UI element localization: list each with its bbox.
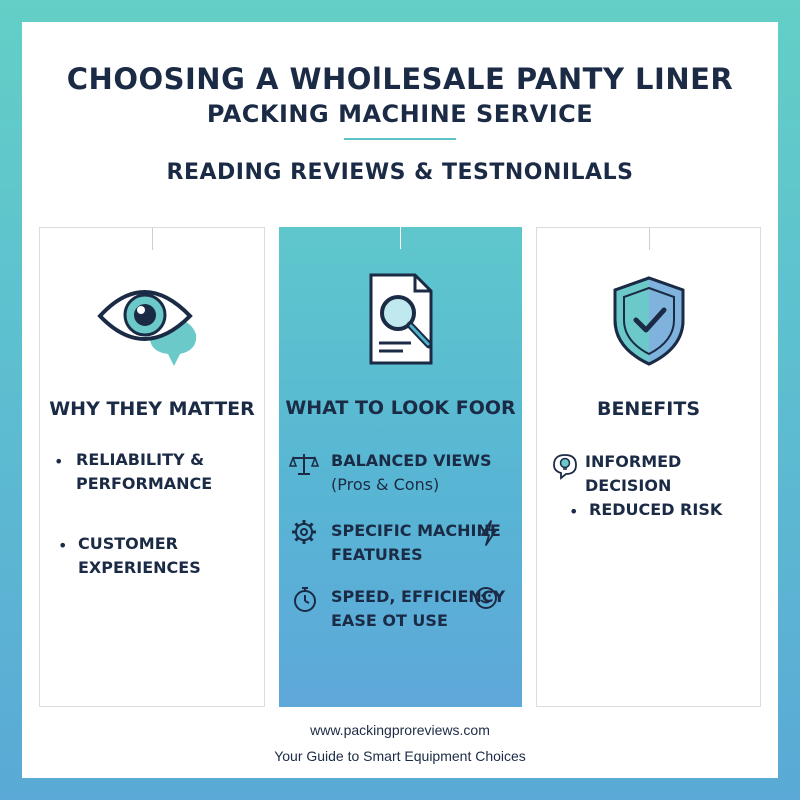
footer-url[interactable]: www.packingproreviews.com [310, 722, 490, 738]
page-title: CHOOSING A WHOlLESALE PANTY LINER [66, 62, 734, 96]
column-connector [400, 227, 401, 249]
stopwatch-icon [291, 585, 319, 617]
column-heading: BENEFITS [596, 398, 701, 420]
list-item: CUSTOMER EXPERIENCES [78, 534, 201, 577]
eye-speech-icon [40, 270, 264, 370]
document-magnifier-icon [279, 269, 522, 369]
lightning-icon [479, 519, 499, 551]
column-connector [152, 228, 153, 250]
column-why-they-matter: WHY THEY MATTER • RELIABILITY & PERFORMA… [39, 227, 265, 707]
column-connector [649, 228, 650, 250]
list-item: BALANCED VIEWS (Pros & Cons) [331, 451, 492, 494]
column-heading: WHAT TO LOOK FOOR [285, 397, 516, 419]
list-item: REDUCED RISK [589, 500, 723, 519]
smiley-icon [473, 585, 499, 615]
footer-tagline: Your Guide to Smart Equipment Choices [274, 748, 526, 764]
bullet-dot: • [54, 452, 64, 471]
column-heading: WHY THEY MATTER [49, 398, 255, 420]
column-what-to-look-for: WHAT TO LOOK FOOR BALANCED VIEWS (Pros &… [279, 227, 522, 707]
bullet-dot: • [569, 502, 579, 521]
title-divider [344, 138, 456, 140]
shield-check-icon [537, 270, 760, 370]
infographic-card: CHOOSING A WHOlLESALE PANTY LINER PACKIN… [22, 22, 778, 778]
page-title-line-2: PACKING MACHINE SERVICE [206, 100, 594, 128]
scales-icon [288, 451, 320, 481]
list-item: RELIABILITY & PERFORMANCE [76, 450, 213, 493]
bullet-dot: • [58, 536, 68, 555]
gear-icon [291, 519, 317, 549]
lightbulb-bubble-icon [551, 452, 579, 484]
list-item: INFORMED DECISION [585, 452, 682, 495]
list-item: SPECIFIC MACHINE FEATURES [331, 521, 501, 564]
list-item: SPEED, EFFICIENCY EASE OT USE [331, 587, 506, 630]
page-subtitle: READING REVIEWS & TESTNONILALS [166, 160, 634, 185]
column-benefits: BENEFITS INFORMED DECISION • REDUCED RIS… [536, 227, 761, 707]
